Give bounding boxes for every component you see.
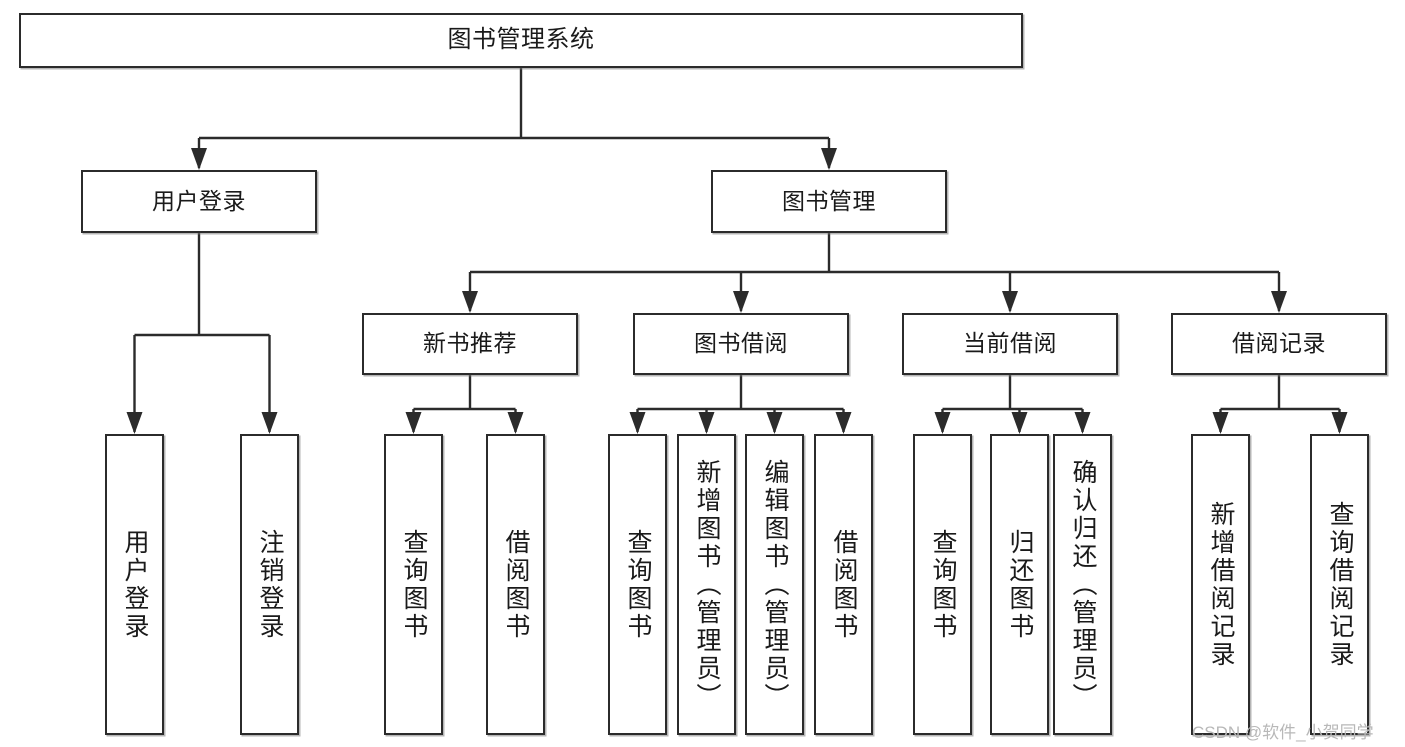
arrowhead-icon-borrow <box>733 291 749 313</box>
arrowhead-icon-c2 <box>1011 412 1028 434</box>
node-n1: 查询图书 <box>384 434 443 735</box>
watermark-text: CSDN @软件_小贺同学 <box>1192 723 1374 742</box>
node-label: 图书管理 <box>782 187 876 214</box>
node-label: 新增图书（管理员） <box>693 458 721 711</box>
node-label: 归还图书 <box>1006 528 1034 641</box>
node-label: 查询借阅记录 <box>1326 500 1354 669</box>
node-b4: 借阅图书 <box>814 434 873 735</box>
node-label: 查询图书 <box>400 528 428 641</box>
node-label: 图书管理系统 <box>447 26 595 54</box>
node-label: 新增借阅记录 <box>1207 500 1235 669</box>
arrowhead-icon-records <box>1271 291 1287 313</box>
arrowhead-icon-r1 <box>1212 412 1229 434</box>
arrowhead-icon-b2 <box>698 412 715 434</box>
arrowhead-icon-b4 <box>835 412 852 434</box>
node-label: 注销登录 <box>256 528 284 641</box>
arrowhead-icon-newbook <box>462 291 478 313</box>
node-c3: 确认归还（管理员） <box>1053 434 1112 735</box>
node-r2: 查询借阅记录 <box>1310 434 1369 735</box>
arrowhead-icon-c3 <box>1074 412 1091 434</box>
node-l2: 注销登录 <box>240 434 299 735</box>
arrowhead-icon-current <box>1002 291 1018 313</box>
node-b1: 查询图书 <box>608 434 667 735</box>
node-label: 新书推荐 <box>423 330 517 357</box>
node-label: 编辑图书（管理员） <box>761 458 789 711</box>
node-label: 查询图书 <box>624 528 652 641</box>
arrowhead-icon-b3 <box>766 412 783 434</box>
arrowhead-icon-n2 <box>507 412 524 434</box>
node-label: 用户登录 <box>121 528 149 641</box>
node-label: 当前借阅 <box>963 330 1057 357</box>
arrowhead-icon-l2 <box>261 412 278 434</box>
node-n2: 借阅图书 <box>486 434 545 735</box>
arrowhead-icon-l1 <box>126 412 143 434</box>
node-label: 查询图书 <box>929 528 957 641</box>
arrowhead-icon-r2 <box>1331 412 1348 434</box>
node-login: 用户登录 <box>81 170 317 233</box>
node-label: 图书借阅 <box>694 330 788 357</box>
node-root: 图书管理系统 <box>19 13 1023 68</box>
arrowhead-icon-n1 <box>405 412 422 434</box>
node-newbook: 新书推荐 <box>362 313 578 375</box>
node-label: 借阅图书 <box>502 528 530 641</box>
arrowhead-icon-login <box>191 148 207 170</box>
node-l1: 用户登录 <box>105 434 164 735</box>
node-b3: 编辑图书（管理员） <box>745 434 804 735</box>
node-label: 借阅记录 <box>1232 330 1326 357</box>
node-borrow: 图书借阅 <box>633 313 849 375</box>
node-c2: 归还图书 <box>990 434 1049 735</box>
node-label: 用户登录 <box>152 187 246 214</box>
node-records: 借阅记录 <box>1171 313 1387 375</box>
node-c1: 查询图书 <box>913 434 972 735</box>
arrowhead-icon-bookmgmt <box>821 148 837 170</box>
node-label: 确认归还（管理员） <box>1069 458 1097 711</box>
node-current: 当前借阅 <box>902 313 1118 375</box>
node-b2: 新增图书（管理员） <box>677 434 736 735</box>
arrowhead-icon-b1 <box>629 412 646 434</box>
node-r1: 新增借阅记录 <box>1191 434 1250 735</box>
arrowhead-icon-c1 <box>934 412 951 434</box>
node-bookmgmt: 图书管理 <box>711 170 947 233</box>
node-label: 借阅图书 <box>830 528 858 641</box>
